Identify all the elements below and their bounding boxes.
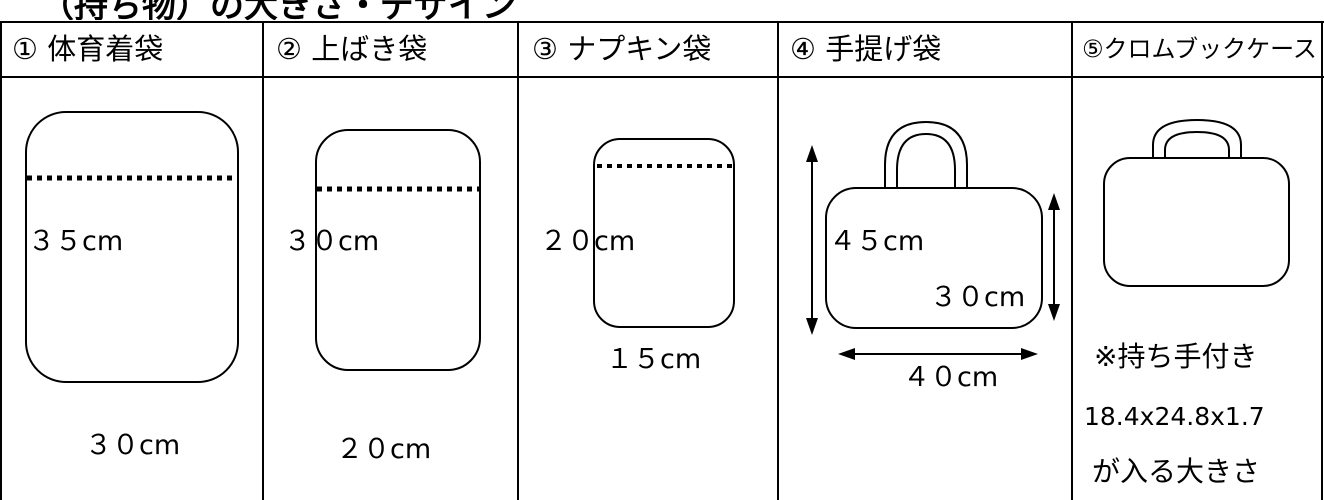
tote-bag-body-height-label: ３０cm — [930, 282, 1026, 313]
tote-bag-drawing — [806, 120, 1060, 360]
header-shoe-bag: ② 上ばき袋 — [276, 32, 428, 66]
header-gym-bag: ① 体育着袋 — [12, 32, 164, 66]
header-tote-bag: ④ 手提げ袋 — [790, 32, 942, 66]
page-title-text: （持ち物）の大きさ・デザイン — [40, 0, 516, 20]
tote-bag-height-label: ４５cm — [829, 226, 925, 257]
chromebook-note-line2: 18.4x24.8x1.7 — [1084, 402, 1265, 431]
tote-bag-width-label: ４０cm — [903, 362, 999, 393]
gym-bag-width-label: ３０cm — [85, 430, 181, 461]
shoe-bag-width-label: ２０cm — [336, 434, 432, 465]
napkin-bag-width-label: １５cm — [606, 344, 702, 375]
page-title-partial: （持ち物）の大きさ・デザイン — [0, 0, 1324, 20]
gym-bag-drawing — [25, 111, 239, 383]
gym-bag-height-label: ３５cm — [28, 226, 124, 257]
shoe-bag-height-label: ３０cm — [284, 226, 380, 257]
chromebook-note-line1: ※持ち手付き — [1094, 340, 1258, 373]
napkin-bag-height-label: ２０cm — [540, 226, 636, 257]
napkin-bag-drawing — [593, 138, 735, 328]
chromebook-case-drawing — [1103, 118, 1290, 287]
shoe-bag-drawing — [315, 129, 481, 371]
header-chromebook-case: ⑤クロムブックケース — [1082, 35, 1317, 63]
header-napkin-bag: ③ ナプキン袋 — [532, 32, 712, 66]
chromebook-note-line3: が入る大きさ — [1092, 455, 1261, 488]
